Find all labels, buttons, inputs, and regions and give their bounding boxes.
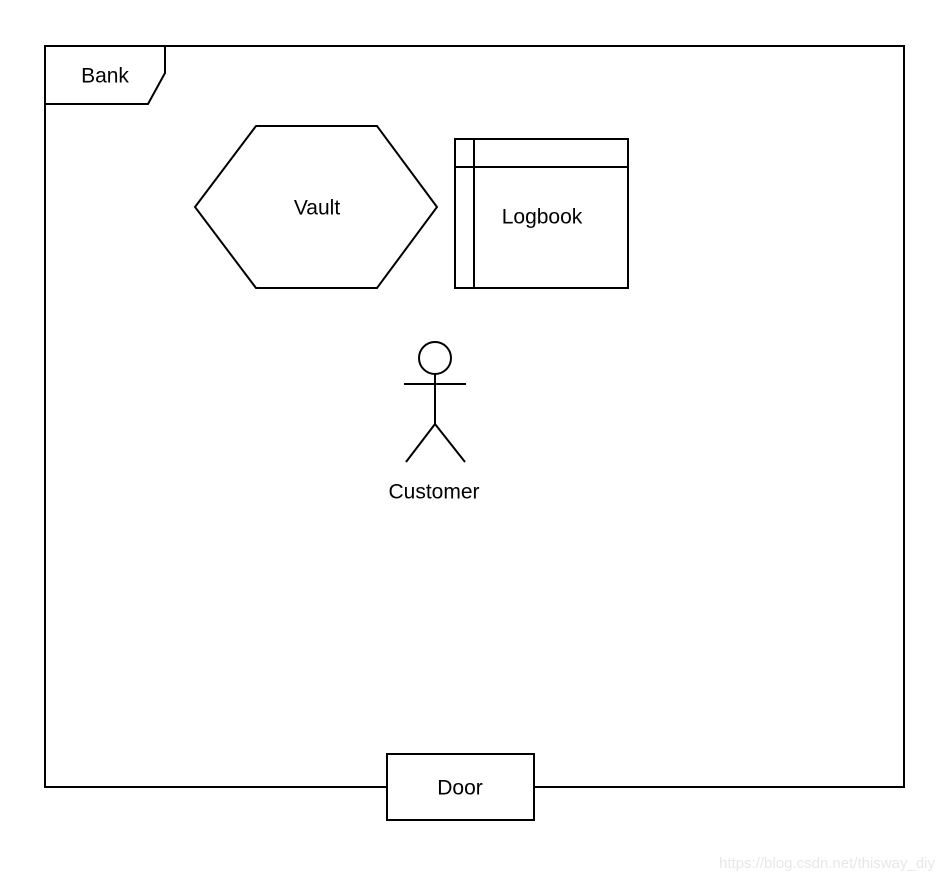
vault-hexagon-shape (193, 125, 439, 289)
bank-label: Bank (81, 64, 129, 88)
door-shape (386, 753, 535, 821)
door-label: Door (437, 776, 483, 800)
actor-head (418, 341, 452, 375)
actor-left-leg (405, 423, 436, 463)
customer-actor-figure (404, 341, 466, 463)
actor-right-leg (434, 423, 466, 463)
logbook-label: Logbook (501, 205, 583, 229)
bank-title-tab-shape (44, 45, 166, 105)
watermark-text: https://blog.csdn.net/thisway_diy (719, 855, 935, 872)
vault-label: Vault (293, 196, 341, 220)
logbook-shape (454, 138, 629, 289)
customer-label: Customer (388, 480, 480, 504)
